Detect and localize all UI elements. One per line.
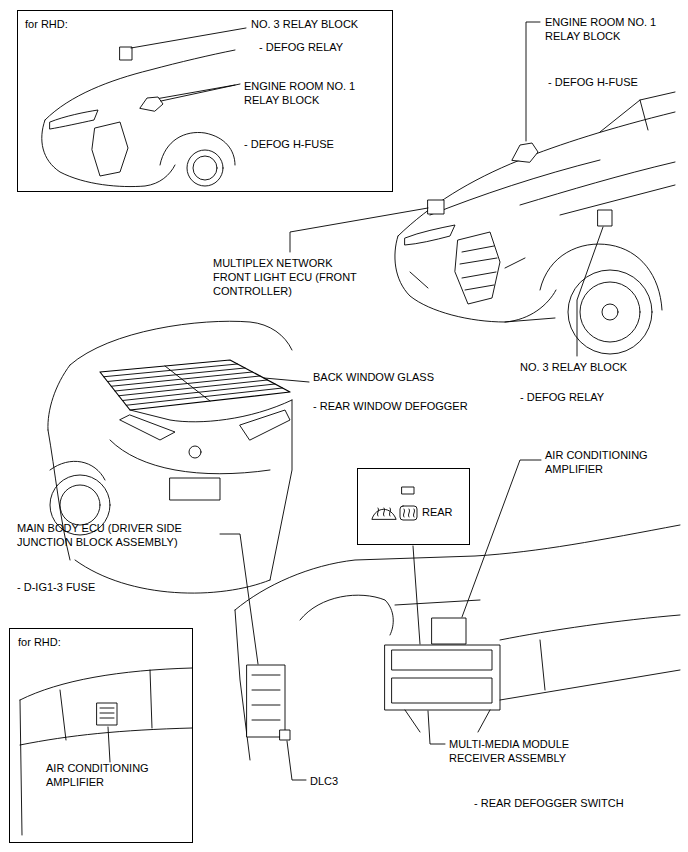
switch-icons bbox=[357, 468, 470, 545]
part-label: ENGINE ROOM NO. 1 RELAY BLOCK bbox=[244, 79, 369, 107]
part-label: AIR CONDITIONING AMPLIFIER bbox=[545, 448, 675, 476]
part-label: NO. 3 RELAY BLOCK bbox=[251, 17, 358, 31]
part-label: - D-IG1-3 FUSE bbox=[17, 580, 95, 594]
part-label: - REAR WINDOW DEFOGGER bbox=[313, 399, 468, 413]
part-label: ENGINE ROOM NO. 1 RELAY BLOCK bbox=[545, 15, 670, 43]
dashboard-rhd bbox=[20, 668, 192, 835]
part-label: DLC3 bbox=[310, 774, 338, 788]
part-label: - REAR DEFOGGER SWITCH bbox=[474, 796, 624, 810]
part-label: MULTIPLEX NETWORK FRONT LIGHT ECU (FRONT… bbox=[213, 256, 368, 298]
part-label: NO. 3 RELAY BLOCK bbox=[520, 360, 627, 374]
part-label: REAR bbox=[422, 505, 453, 519]
part-label: MAIN BODY ECU (DRIVER SIDE JUNCTION BLOC… bbox=[17, 521, 217, 549]
switch-inset-frame: REAR bbox=[357, 468, 470, 545]
part-label: - DEFOG H-FUSE bbox=[244, 137, 334, 151]
rhd-inset-frame: for RHD: NO. 3 RELAY BLOCK - DEFOG RELAY EN… bbox=[17, 10, 393, 192]
dashboard bbox=[220, 460, 680, 780]
part-label: - DEFOG RELAY bbox=[520, 390, 604, 404]
part-label: MULTI-MEDIA MODULE RECEIVER ASSEMBLY bbox=[449, 737, 599, 765]
car-rear bbox=[48, 321, 309, 593]
car-front-rhd bbox=[42, 28, 246, 187]
part-label: - DEFOG RELAY bbox=[259, 40, 343, 54]
part-label: - DEFOG H-FUSE bbox=[548, 75, 638, 89]
inset-heading: for RHD: bbox=[25, 17, 68, 31]
part-label: AIR CONDITIONING AMPLIFIER bbox=[46, 761, 176, 789]
part-label: BACK WINDOW GLASS bbox=[313, 370, 434, 384]
rhd-inset-frame: for RHD: AIR CONDITIONING AMPLIFIER bbox=[9, 628, 193, 843]
car-front bbox=[290, 22, 675, 356]
inset-heading: for RHD: bbox=[18, 635, 61, 649]
